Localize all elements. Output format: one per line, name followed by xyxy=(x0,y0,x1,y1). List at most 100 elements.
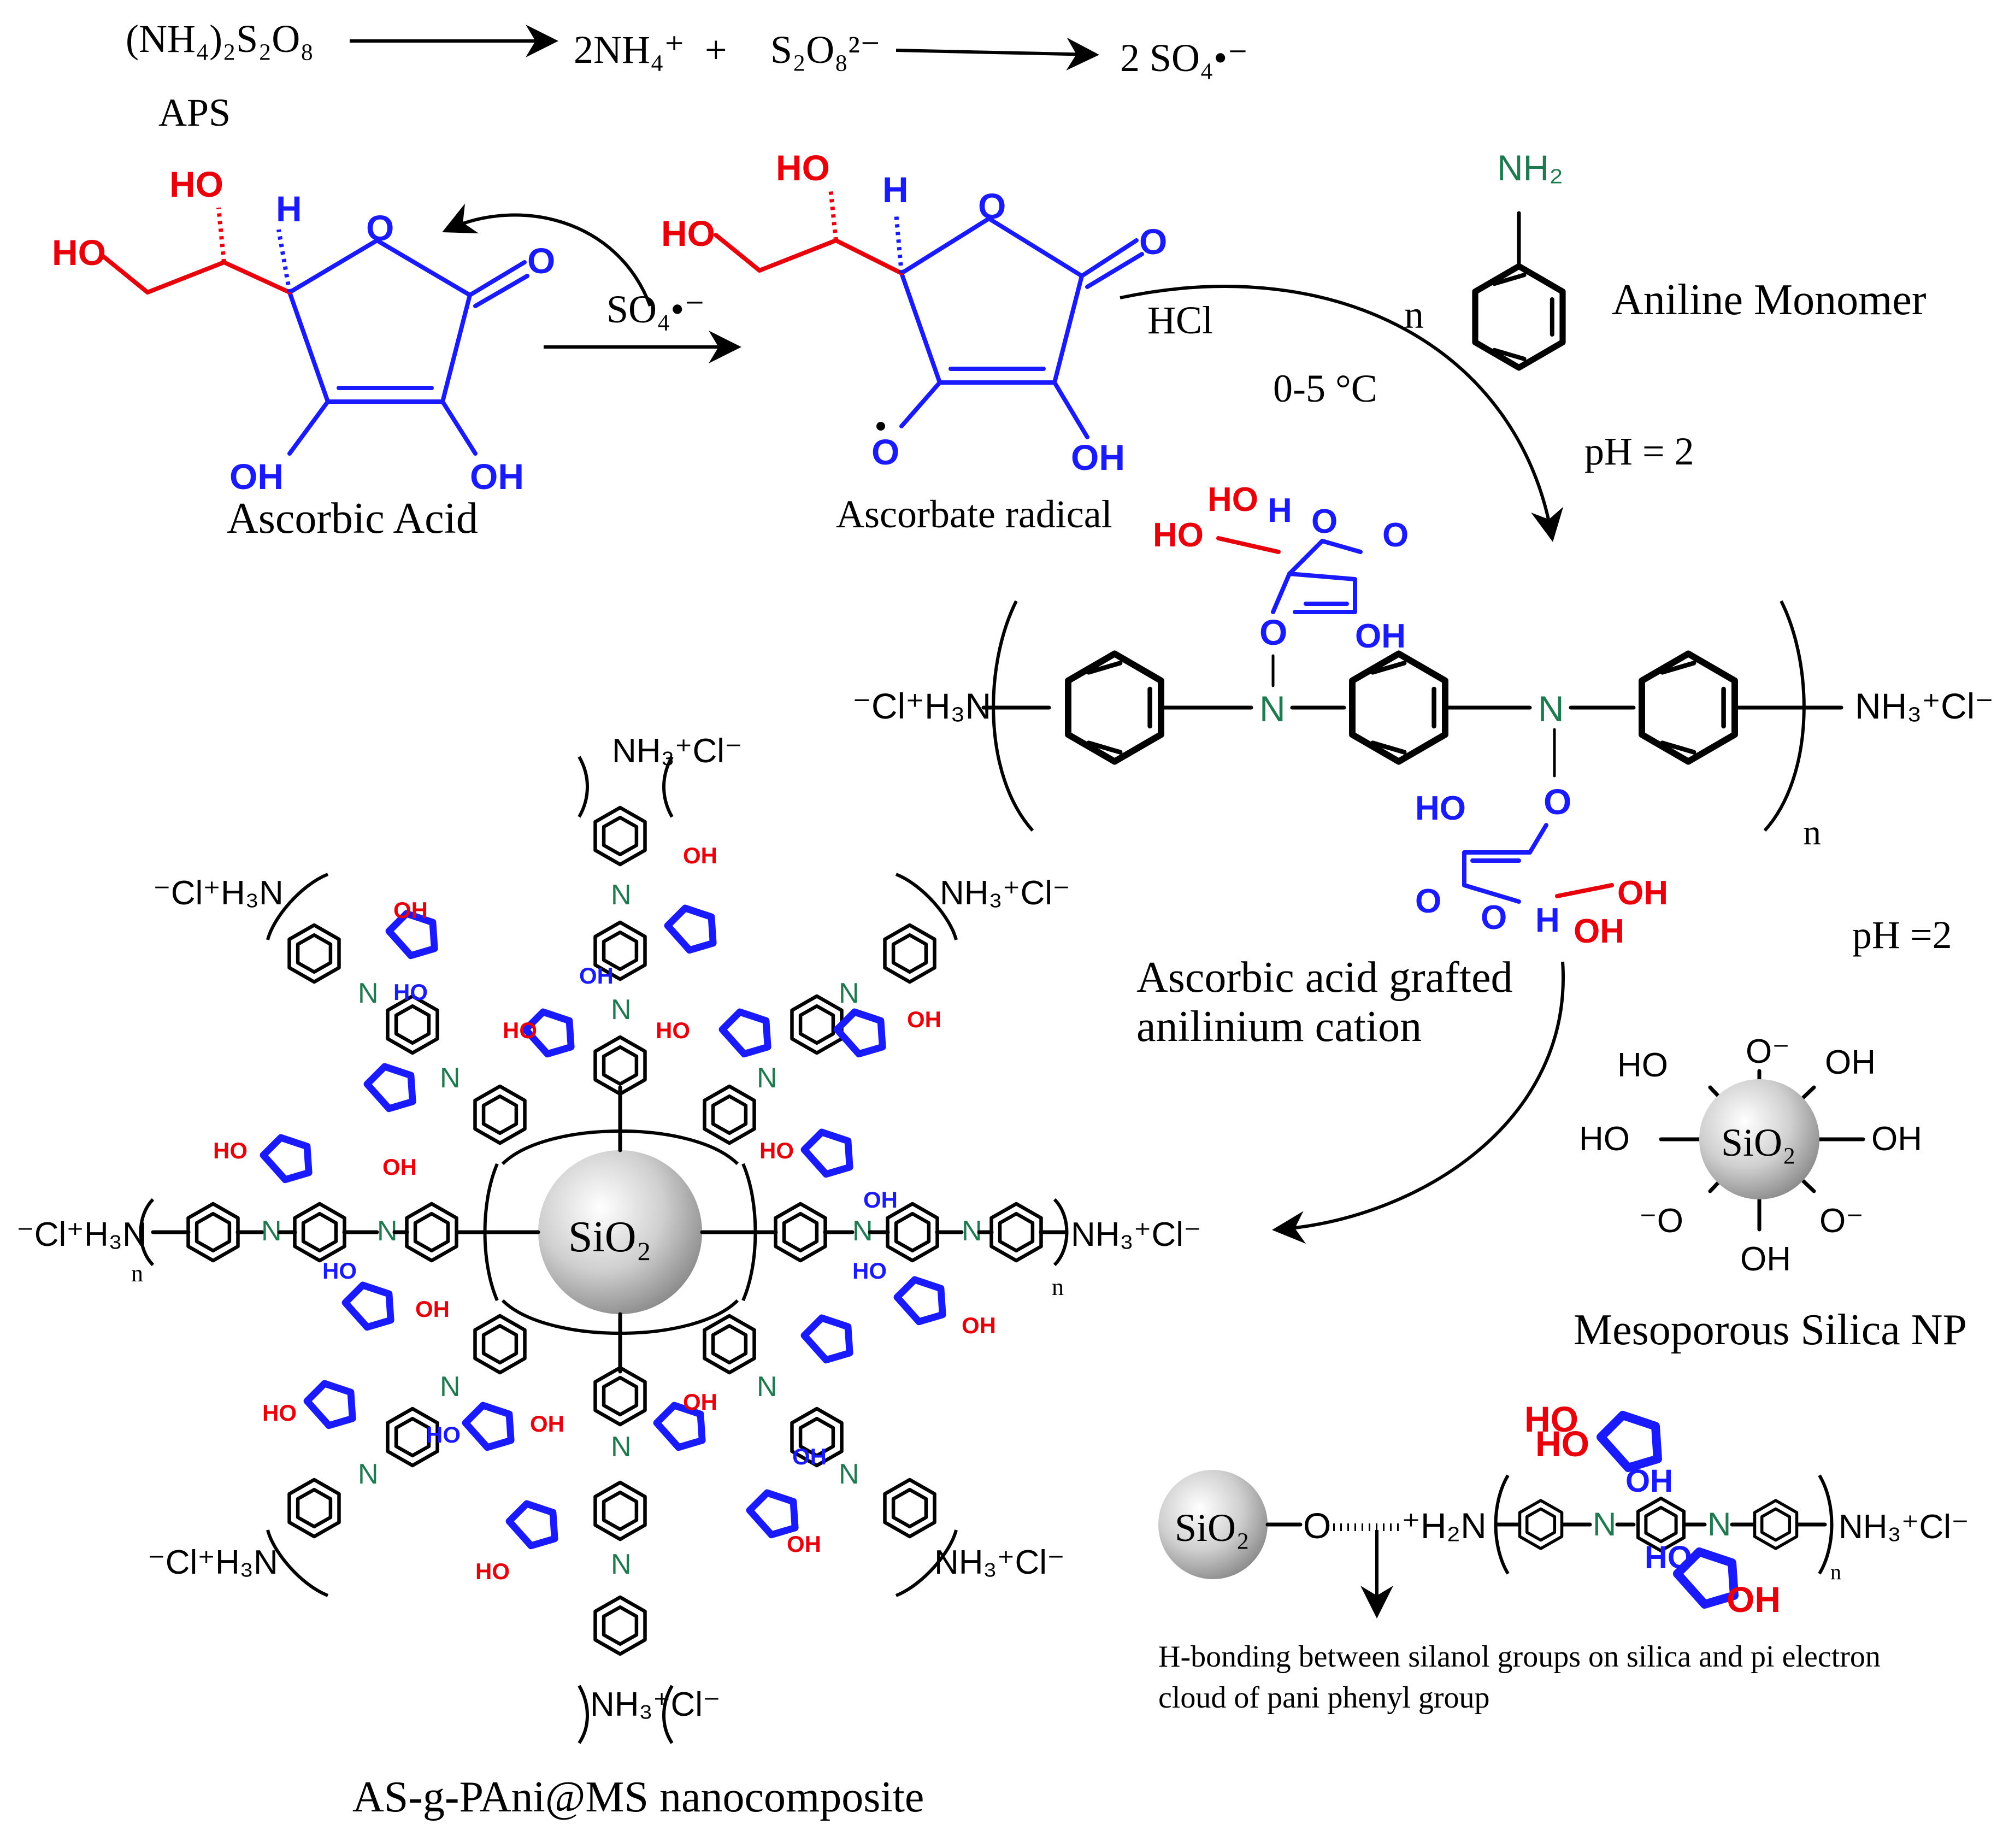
mesoporous-silica-structure: SiO₂ O⁻ HO OH HO OH ⁻O O⁻ OH Mesoporous … xyxy=(1574,1033,1967,1354)
grafted-right-end: NH₃⁺Cl⁻ xyxy=(1855,686,1994,726)
inset-end: NH₃⁺Cl⁻ xyxy=(1839,1508,1969,1546)
inset-nitrogen-1: N xyxy=(1593,1506,1616,1543)
ascorbic-ho-left: HO xyxy=(52,232,106,273)
ascorbic-acid-label: Ascorbic Acid xyxy=(227,495,478,543)
composite-n-lr-1: N xyxy=(839,1458,859,1490)
composite-n-top-2: N xyxy=(611,994,632,1026)
radical-carbonyl-o: O xyxy=(1139,221,1167,262)
grafted-anilinium-structure: ⁻Cl⁺H₃N NH₃⁺Cl⁻ n N N O OH O O H HO HO O… xyxy=(852,481,1994,1051)
grafted-nitrogen-2: N xyxy=(1538,688,1564,729)
ascorbic-carbonyl-o: O xyxy=(527,240,555,281)
composite-ho-blue-4: HO xyxy=(426,1422,461,1447)
aniline-monomer: NH₂ n Aniline Monomer xyxy=(1404,148,1926,368)
ascorbic-ho-top: HO xyxy=(169,164,223,204)
silica-sphere xyxy=(1699,1079,1819,1199)
grafted-upper-o: O xyxy=(1259,612,1287,652)
composite-n-ur-2: N xyxy=(757,1062,777,1094)
composite-structure: SiO₂ NH₃⁺Cl⁻ ⁻Cl⁺H₃N NH₃⁺Cl⁻ ⁻Cl⁺H₃N NH₃… xyxy=(16,732,1201,1821)
grafted-lower-o: O xyxy=(1544,781,1571,822)
composite-n-ul-2: N xyxy=(440,1062,461,1094)
equation-arrow-2 xyxy=(896,37,1099,70)
grafted-lower-oh-1: OH xyxy=(1617,874,1668,912)
composite-n-ur-1: N xyxy=(839,978,859,1009)
composite-oh-blue-3: OH xyxy=(792,1444,827,1469)
grafted-upper-oh: OH xyxy=(1355,617,1406,655)
grafted-left-end: ⁻Cl⁺H₃N xyxy=(852,686,991,726)
composite-oh-5: OH xyxy=(415,1296,450,1322)
silica-ho-upper-left: HO xyxy=(1617,1046,1668,1084)
grafted-upper-o-carbonyl: O xyxy=(1382,516,1409,554)
composite-oh-blue-2: OH xyxy=(863,1187,898,1213)
aniline-nh2: NH₂ xyxy=(1497,148,1563,188)
grafted-lower-o-ring: O xyxy=(1481,899,1507,937)
inset-nitrogen-2: N xyxy=(1707,1506,1731,1543)
inset-caption-line2: cloud of pani phenyl group xyxy=(1158,1681,1490,1715)
composite-ho-1: HO xyxy=(503,1017,537,1043)
silica-oh-upper-right: OH xyxy=(1825,1044,1876,1081)
composite-ho-4: HO xyxy=(759,1138,794,1163)
composite-n-ll-2: N xyxy=(440,1371,461,1403)
composite-n-bottom-1: N xyxy=(611,1431,632,1463)
composite-end-right: NH₃⁺Cl⁻ xyxy=(1071,1216,1201,1253)
aps-formula: (NH₄)₂S₂O₈ xyxy=(126,17,314,61)
inset-silica-core: SiO₂ xyxy=(1175,1506,1250,1550)
sulfate-attack-arrow xyxy=(442,203,652,307)
silica-o-minus-top: O⁻ xyxy=(1746,1033,1790,1070)
inset-oxygen: O xyxy=(1303,1505,1331,1546)
composite-ho-blue-3: HO xyxy=(852,1258,887,1284)
composite-oh-4: OH xyxy=(382,1154,417,1180)
composite-ho-blue-2: HO xyxy=(322,1258,357,1284)
grafted-nitrogen-1: N xyxy=(1259,688,1286,729)
composite-oh-1: OH xyxy=(683,843,717,868)
ammonium-ion: 2NH₄⁺ xyxy=(574,28,685,72)
sulfate-radical-reagent: SO₄•⁻ xyxy=(606,287,705,331)
composite-oh-blue-1: OH xyxy=(579,963,614,988)
condition-ph-2: pH =2 xyxy=(1852,913,1952,957)
composite-end-top: NH₃⁺Cl⁻ xyxy=(612,732,743,770)
grafted-upper-o-ring: O xyxy=(1311,503,1338,540)
assembly-arrow xyxy=(1272,961,1565,1244)
composite-oh-8: OH xyxy=(683,1389,717,1415)
inset-subscript-n: n xyxy=(1830,1559,1841,1584)
sulfate-radical-product: 2 SO₄•⁻ xyxy=(1120,36,1248,80)
composite-n-lr-2: N xyxy=(757,1371,777,1403)
grafted-label-line1: Ascorbic acid grafted xyxy=(1136,954,1513,1002)
composite-ho-3: HO xyxy=(213,1138,248,1163)
ascorbic-ring-o: O xyxy=(366,208,394,248)
radical-dot xyxy=(876,422,885,431)
silica-oh-bottom: OH xyxy=(1740,1240,1791,1278)
inset-oh-top: OH xyxy=(1625,1463,1673,1499)
condition-temperature: 0-5 °C xyxy=(1273,367,1377,410)
composite-end-lower-left: ⁻Cl⁺H₃N xyxy=(148,1544,278,1581)
grafted-lower-ho: HO xyxy=(1415,790,1466,827)
radical-ring-o: O xyxy=(978,186,1006,226)
plus-sign: + xyxy=(705,28,727,72)
grafted-label-line2: anilinium cation xyxy=(1136,1003,1422,1051)
silica-label: Mesoporous Silica NP xyxy=(1574,1306,1967,1354)
inset-amine: ⁺H₂N xyxy=(1401,1505,1487,1546)
grafted-subscript-n: n xyxy=(1803,813,1821,852)
polymerization-arrow xyxy=(1120,285,1564,542)
grafted-upper-ho-top: HO xyxy=(1207,481,1258,519)
silica-oh-right: OH xyxy=(1871,1120,1922,1158)
ascorbic-oh-left: OH xyxy=(229,456,284,497)
silica-minus-o-lower-left: ⁻O xyxy=(1639,1202,1683,1240)
radical-ho-top: HO xyxy=(776,148,830,188)
inset-ho-top: HO xyxy=(1524,1399,1578,1439)
composite-oh-7: OH xyxy=(530,1411,564,1437)
aniline-label: Aniline Monomer xyxy=(1612,276,1926,324)
composite-end-bottom: NH₃⁺Cl⁻ xyxy=(590,1686,721,1723)
composite-n-bottom-2: N xyxy=(611,1549,632,1580)
silica-ho-left: HO xyxy=(1579,1120,1630,1158)
grafted-upper-h: H xyxy=(1268,492,1292,529)
grafted-lower-o-carbonyl: O xyxy=(1415,882,1441,920)
grafted-upper-ho-left: HO xyxy=(1153,516,1204,554)
ascorbic-acid-structure: HO HO H O O OH OH Ascorbic Acid xyxy=(52,164,555,543)
composite-end-left: ⁻Cl⁺H₃N xyxy=(16,1216,147,1253)
composite-n-ul-1: N xyxy=(358,978,379,1009)
composite-n-ll-1: N xyxy=(358,1458,379,1490)
silica-o-minus-lower-right: O⁻ xyxy=(1819,1202,1864,1240)
composite-core-label: SiO₂ xyxy=(568,1213,651,1261)
composite-oh-3: OH xyxy=(907,1007,941,1032)
composite-ho-blue-1: HO xyxy=(393,979,428,1005)
